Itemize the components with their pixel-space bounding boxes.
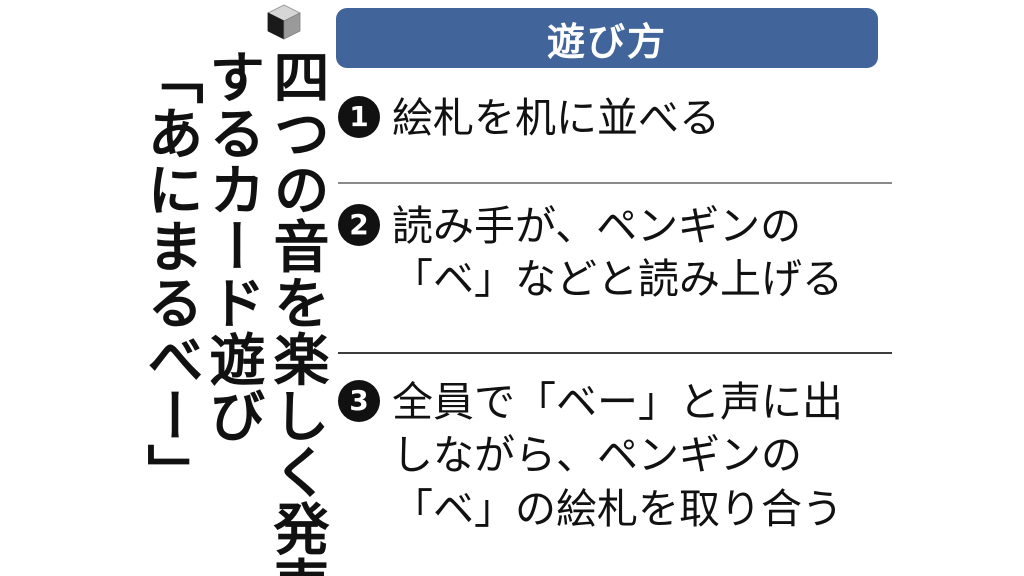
- step-number-badge-2: 2: [338, 204, 380, 246]
- step-number-badge-3: 3: [338, 380, 380, 422]
- cube-icon-svg: [267, 4, 301, 40]
- step-item-2: 2 読み手が、ペンギンの 「ベ」などと読み上げる: [338, 200, 894, 307]
- step-number-badge-1: 1: [338, 96, 380, 138]
- panel-header-title: 遊び方: [546, 19, 667, 64]
- step-text-2: 読み手が、ペンギンの 「ベ」などと読み上げる: [392, 202, 843, 304]
- headline-column-3: 「あにまるべー」: [138, 48, 203, 500]
- step-text-3: 全員で「ベー」と声に出 しながら、ペンギンの 「ベ」の絵札を取り合う: [392, 378, 843, 533]
- vertical-headline: 四つの音を楽しく発声 するカード遊び 「あにまるべー」: [120, 0, 330, 576]
- how-to-play-panel: 遊び方 1 絵札を机に並べる 2 読み手が、ペンギンの 「ベ」などと読み上げる …: [336, 0, 896, 576]
- step-divider-2: [338, 352, 892, 354]
- headline-column-1: 四つの音を楽しく発声: [264, 48, 329, 576]
- cube-icon: [264, 2, 304, 42]
- panel-header-bar: 遊び方: [336, 8, 878, 68]
- step-text-1: 絵札を机に並べる: [392, 94, 720, 142]
- step-item-3: 3 全員で「ベー」と声に出 しながら、ペンギンの 「ベ」の絵札を取り合う: [338, 376, 894, 536]
- step-item-1: 1 絵札を机に並べる: [338, 92, 894, 145]
- headline-column-2: するカード遊び: [200, 48, 265, 444]
- step-divider-1: [338, 182, 892, 184]
